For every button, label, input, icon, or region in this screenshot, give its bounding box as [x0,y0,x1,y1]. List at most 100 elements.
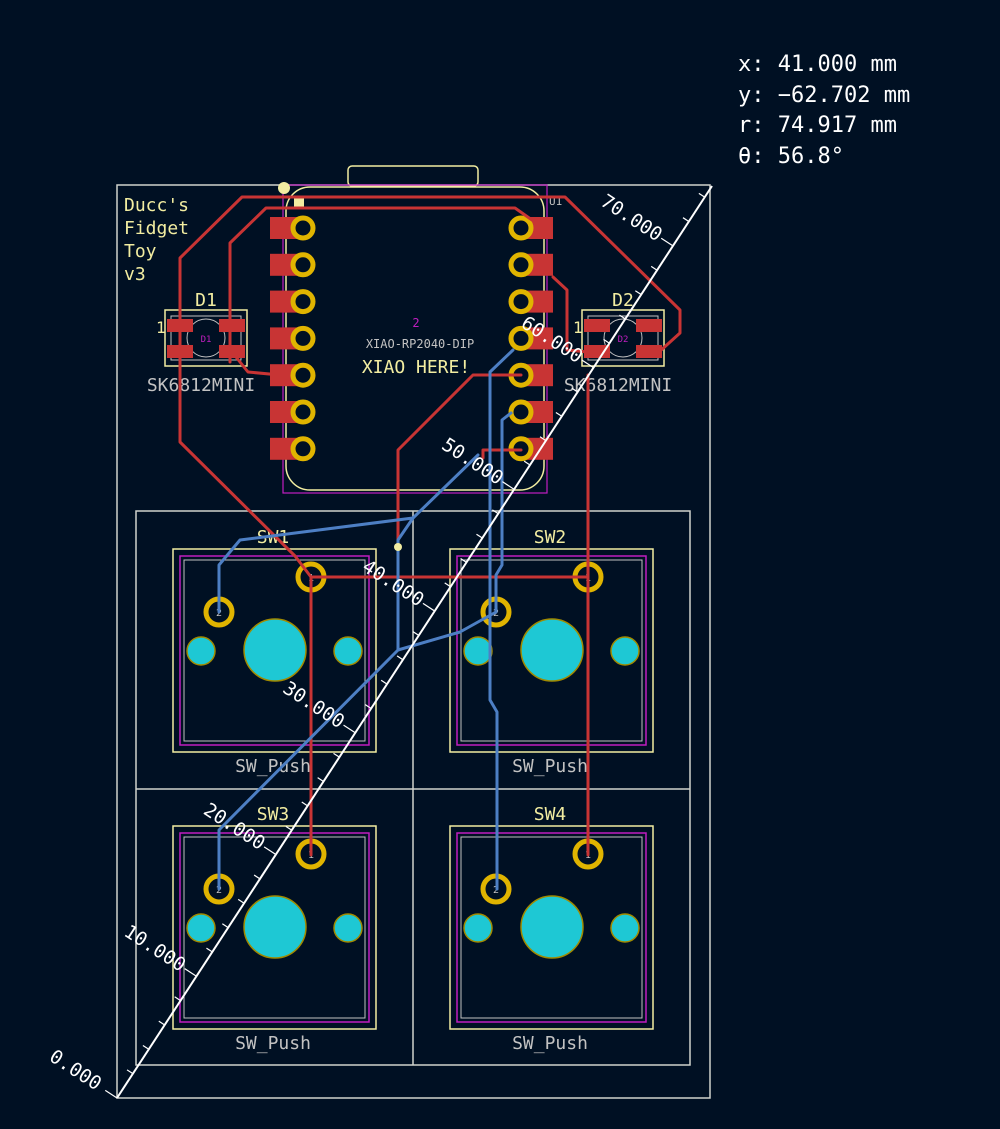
npth-hole [463,913,493,943]
trace-back[interactable] [217,453,480,614]
ruler-tick [126,1069,134,1075]
ruler-tick [263,846,277,856]
ruler-tick [412,631,420,636]
ruler-tick [502,481,515,490]
switch-ref-label: SW4 [534,804,567,825]
led-fab-label: D1 [201,335,212,345]
through-hole-pad[interactable] [290,362,316,388]
trace-front[interactable] [228,206,534,364]
ruler-tick [104,1089,118,1099]
smd-pad[interactable] [636,319,662,332]
trace-front[interactable] [230,350,282,377]
ruler-tick [523,460,531,466]
through-hole-pad[interactable] [508,215,534,241]
pin1-marker-square [294,198,304,208]
npth-hole [610,636,640,666]
ruler-tick [221,923,229,929]
title-line: v3 [124,264,146,285]
ruler-tick [698,192,706,198]
smd-pad[interactable] [270,253,298,276]
smd-pad[interactable] [270,290,298,313]
smd-pad[interactable] [270,217,298,239]
ruler-tick [184,968,197,977]
readout-x: x: 41.000 mm [738,52,897,77]
npth-hole [333,636,363,666]
through-hole-pad[interactable] [508,289,534,315]
switch-ref-label: SW2 [534,527,567,548]
ruler-tick [492,509,499,515]
ruler-tick [571,387,578,393]
smd-pad[interactable] [636,345,662,358]
trace-back[interactable] [396,610,498,652]
ruler-tick [555,411,563,417]
readout-y: y: −62.702 mm [738,82,911,108]
ruler-tick [253,874,261,880]
xiao-footprint[interactable]: 2 XIAO-RP2040-DIP XIAO HERE! U1 [270,165,562,494]
trace-front[interactable] [178,195,682,579]
smd-pad[interactable] [219,319,245,332]
switch-value-label: SW_Push [235,756,311,777]
ruler-tick [301,801,308,807]
ruler-tick [285,825,293,831]
ruler-tick [364,704,372,709]
switch-value-label: SW_Push [235,1033,311,1054]
through-hole-pad[interactable] [290,252,316,278]
ruler-label: 50.000 [438,434,508,490]
ruler-tick [634,290,642,296]
ruler-tick [380,679,388,685]
readout-theta: θ: 56.8° [738,143,844,169]
through-hole-pad[interactable] [508,399,534,425]
pad-number: 2 [493,885,499,896]
trace-back[interactable] [494,411,513,614]
trace-back[interactable] [488,348,515,891]
through-hole-pad[interactable] [290,215,316,241]
ruler-tick [333,752,340,758]
smd-pad[interactable] [270,437,298,460]
smd-pad[interactable] [270,401,298,423]
ruler-tick [396,655,404,661]
switch-plate-grid [135,510,691,1066]
smd-pad[interactable] [584,345,610,358]
switch-value-label: SW_Push [512,756,588,777]
through-hole-pad[interactable] [290,289,316,315]
ruler-tick [317,777,324,782]
through-hole-pad[interactable] [508,252,534,278]
board-title: Ducc's Fidget Toy v3 [124,195,189,285]
smd-pad[interactable] [270,327,298,350]
ruler-tick [444,582,451,588]
smd-pad[interactable] [584,319,610,332]
via[interactable] [394,543,402,551]
through-hole-pad[interactable] [290,436,316,462]
readout-r: r: 74.917 mm [738,113,897,138]
ruler-tick [460,558,467,563]
led-ref-label: D2 [612,290,634,311]
npth-hole [186,636,216,666]
ruler-label: 0.000 [45,1045,105,1095]
trace-front[interactable] [551,275,590,354]
npth-hole [463,636,493,666]
npth-hole [610,913,640,943]
through-hole-pad[interactable] [290,399,316,425]
ruler-line[interactable] [116,185,713,1099]
ruler-tick [682,217,690,223]
smd-pad[interactable] [270,364,298,387]
ruler-tick [174,996,181,1002]
led-value-label: SK6812MINI [564,375,672,396]
npth-hole [333,913,363,943]
ruler-tick [539,436,547,442]
ruler-tick [158,1020,165,1026]
ruler-tick [619,314,626,320]
trace-front[interactable] [481,448,523,460]
led-value-label: SK6812MINI [147,375,255,396]
ruler-tick [343,724,356,734]
through-hole-pad[interactable] [290,325,316,351]
through-hole-pad[interactable] [508,325,534,351]
trace-front[interactable] [396,373,523,579]
